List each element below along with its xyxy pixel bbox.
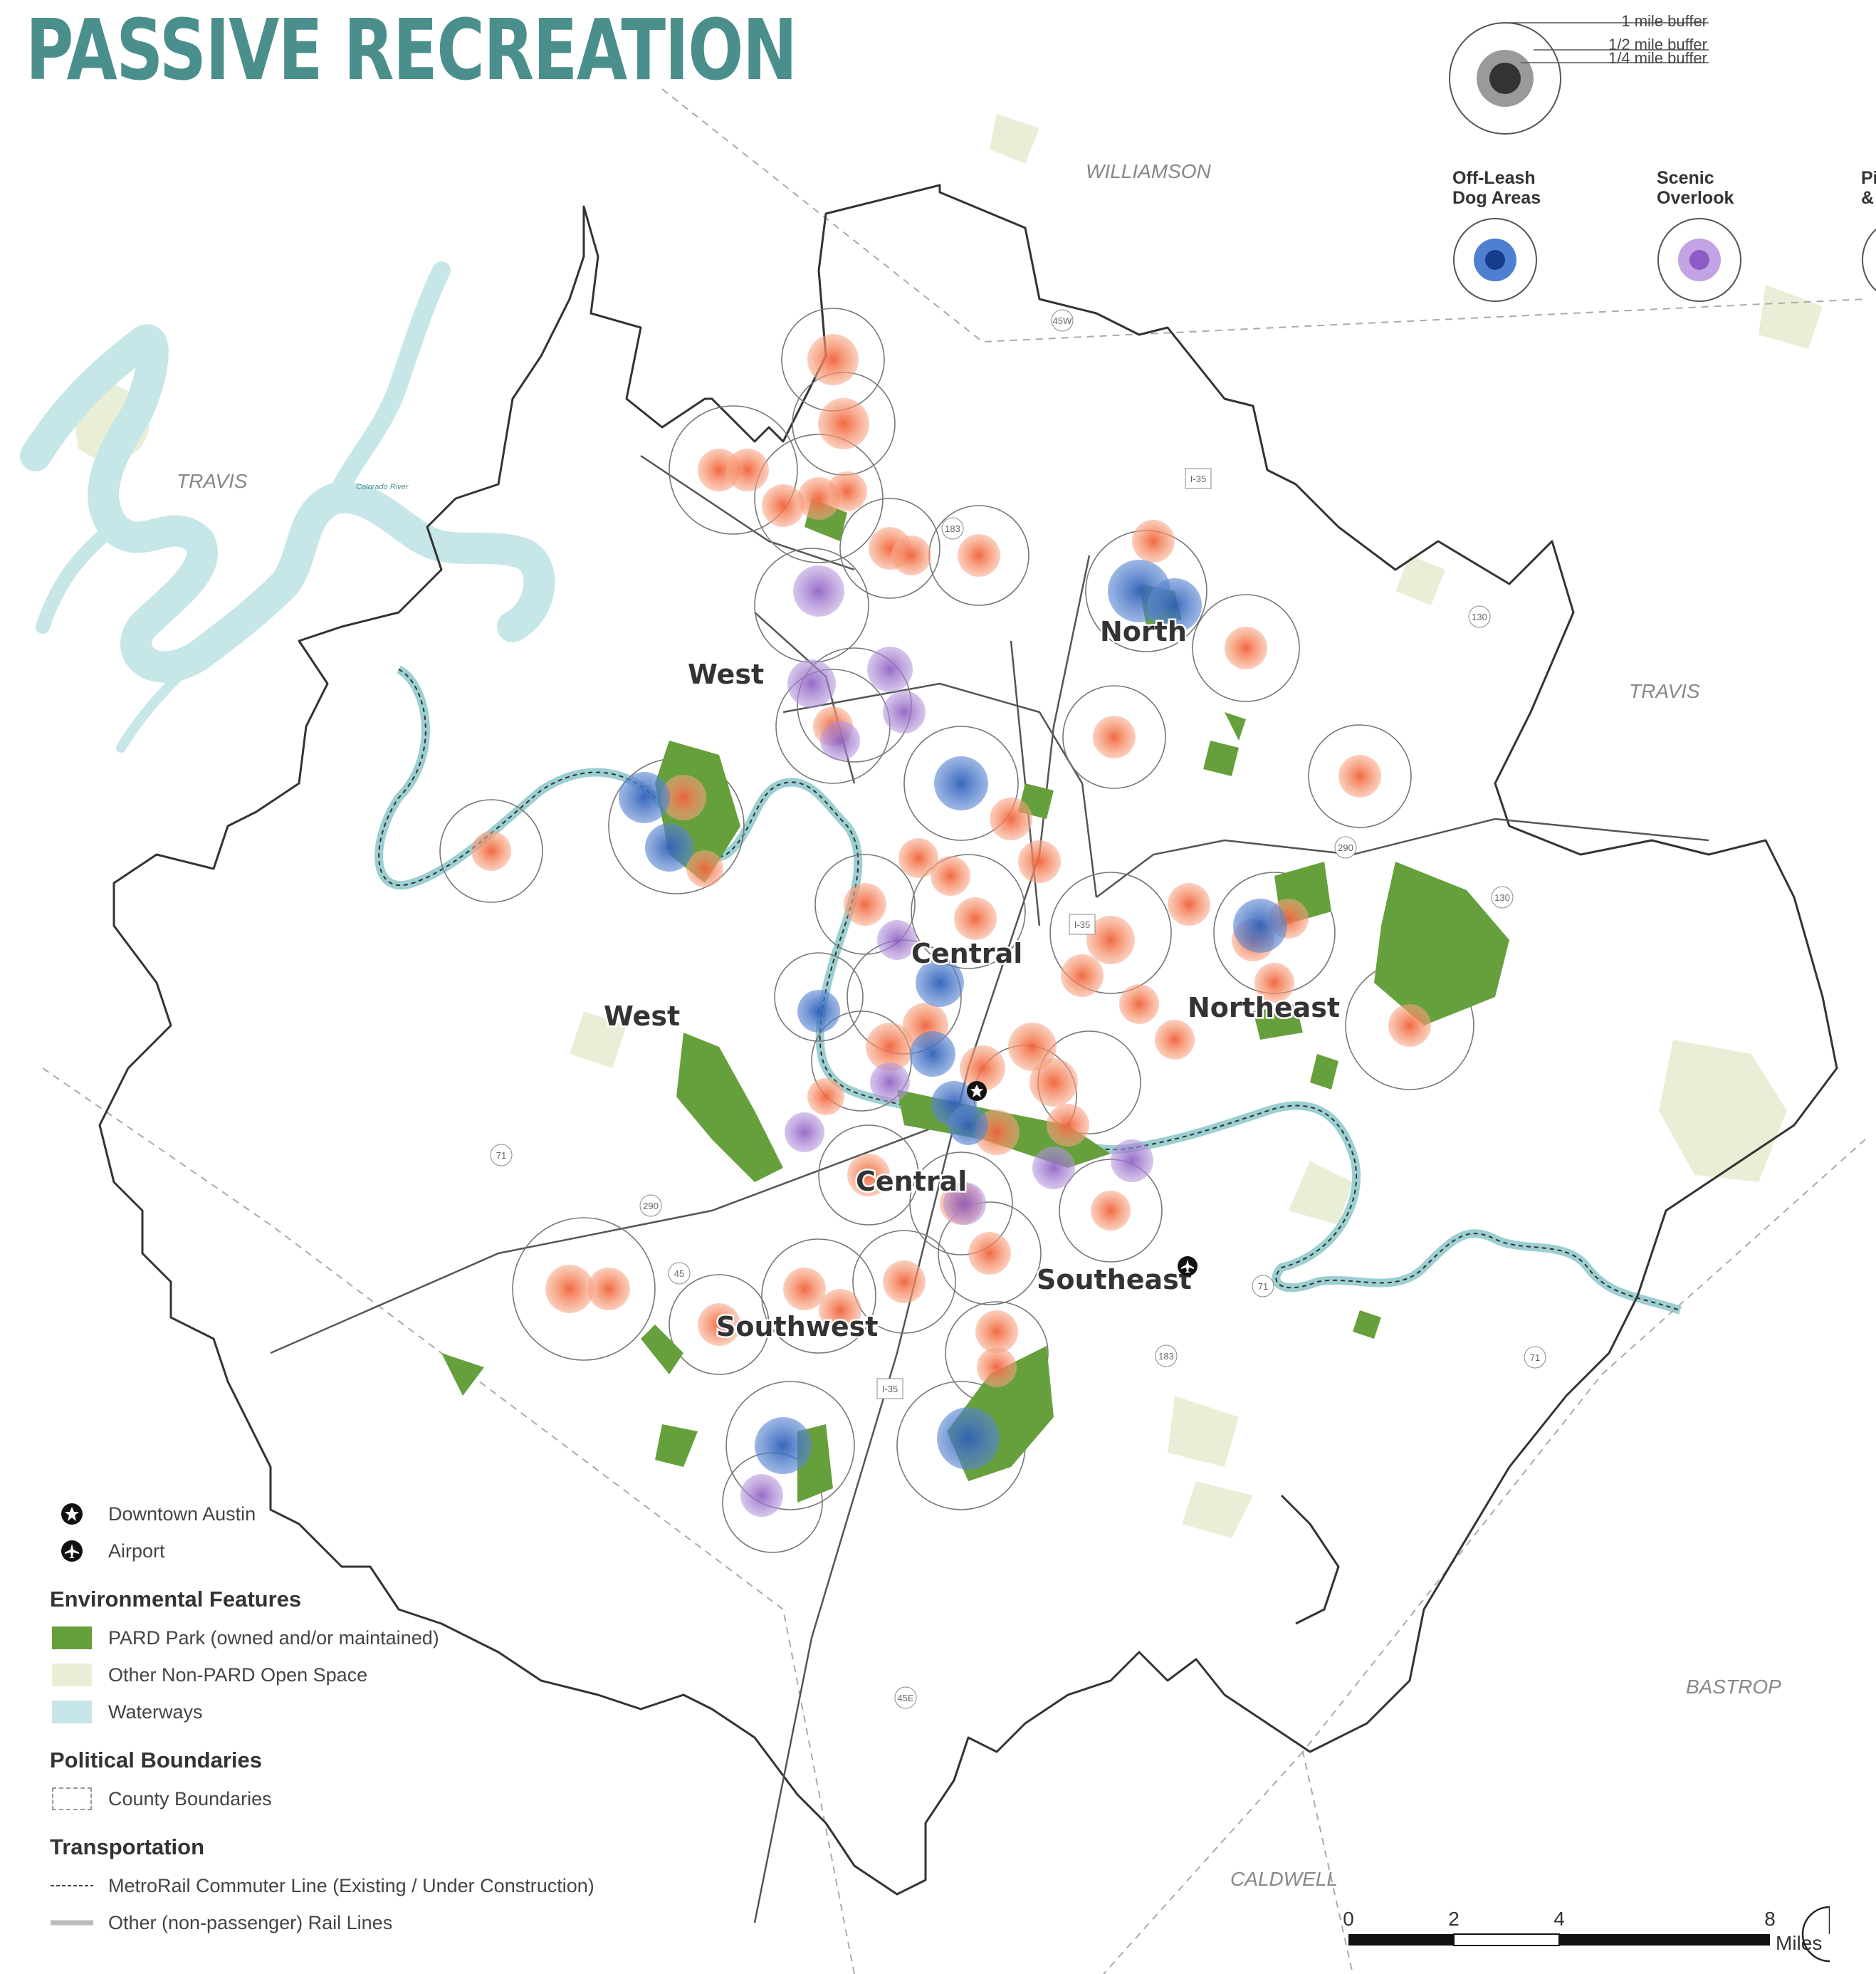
amenity-label-line: Overlook <box>1657 188 1734 208</box>
amenity-off-leash-dog: Off-Leash Dog Areas <box>1452 168 1541 302</box>
half-mile-buffer-label: 1/2 mile buffer <box>1608 36 1707 53</box>
highway-label: 290 <box>1338 842 1353 853</box>
amenity-scenic-overlook: Scenic Overlook <box>1657 168 1741 302</box>
amenity-picnic: Pi & <box>1861 168 1876 292</box>
swatch <box>52 1626 92 1649</box>
legend-heading: Environmental Features <box>50 1587 302 1612</box>
dog-area-buffers <box>619 560 1287 1474</box>
county-label: CALDWELL <box>1230 1868 1338 1890</box>
map-legend: Downtown Austin Airport Environmental Fe… <box>50 1495 676 1941</box>
county-labels: WILLIAMSON TRAVIS TRAVIS BASTROP CALDWEL… <box>177 160 1781 1890</box>
swatch <box>52 1664 92 1686</box>
scale-bar: 0 2 4 8 Miles <box>1343 1906 1830 1963</box>
highway-label: 130 <box>1472 612 1487 622</box>
amenity-label-line: Pi <box>1861 168 1876 188</box>
highway-label: 45E <box>897 1693 913 1703</box>
buffer-rings <box>439 308 1474 1553</box>
buffer-legend: 1 mile buffer 1/2 mile buffer 1/4 mile b… <box>1449 12 1876 302</box>
amenity-label-line: Scenic <box>1657 168 1714 188</box>
highway-label: 130 <box>1494 892 1510 903</box>
swatch <box>52 1787 92 1810</box>
district-label: Central <box>911 938 1022 969</box>
legend-label: Airport <box>108 1540 165 1562</box>
scale-tick: 4 <box>1553 1908 1565 1930</box>
highway-label: 183 <box>945 523 960 534</box>
amenity-label-line: & <box>1861 188 1874 208</box>
scale-unit: Miles <box>1776 1932 1822 1954</box>
one-mile-buffer-label: 1 mile buffer <box>1621 12 1707 30</box>
legend-heading: Political Boundaries <box>50 1748 263 1772</box>
legend-heading: Transportation <box>50 1834 205 1859</box>
quarter-mile-buffer-label: 1/4 mile buffer <box>1608 49 1707 67</box>
highway-label: 71 <box>1530 1352 1540 1363</box>
county-label: WILLIAMSON <box>1086 160 1212 182</box>
district-labels: West West North Central Central Northeas… <box>602 615 1342 1344</box>
legend-waterways: Waterways <box>50 1693 676 1730</box>
legend-label: MetroRail Commuter Line (Existing / Unde… <box>108 1874 594 1896</box>
airplane-icon <box>61 1540 83 1562</box>
legend-downtown: Downtown Austin <box>50 1495 676 1532</box>
district-label: Southwest <box>716 1311 878 1342</box>
district-label: North <box>1100 616 1187 647</box>
legend-label: County Boundaries <box>108 1787 272 1810</box>
highway-shields: 45W 183 I-35 130 290 I-35 130 71 290 45 … <box>490 309 1546 1709</box>
river-label: Colorado River <box>356 483 409 491</box>
star-icon <box>61 1503 83 1525</box>
open-space-layer <box>71 114 1823 1538</box>
freight-rail-icon <box>51 1920 93 1926</box>
colorado-river <box>374 665 1682 1315</box>
airport-marker <box>1178 1256 1198 1276</box>
scale-tick: 8 <box>1764 1908 1776 1930</box>
legend-other-rail: Other (non-passenger) Rail Lines <box>50 1904 676 1941</box>
city-boundary <box>98 184 1838 1896</box>
highway-label: 45W <box>1053 315 1072 326</box>
highway-label: I-35 <box>1074 919 1090 930</box>
district-label: Southeast <box>1037 1264 1192 1295</box>
legend-airport: Airport <box>50 1532 676 1570</box>
legend-open-space: Other Non-PARD Open Space <box>50 1656 676 1693</box>
highway-label: 45 <box>674 1268 684 1279</box>
district-label: West <box>604 1001 680 1032</box>
page-title: PASSIVE RECREATION <box>26 1 797 99</box>
legend-metrorail: MetroRail Commuter Line (Existing / Unde… <box>50 1867 676 1904</box>
legend-pard-park: PARD Park (owned and/or maintained) <box>50 1619 676 1656</box>
legend-label: Other (non-passenger) Rail Lines <box>108 1911 393 1933</box>
county-label: TRAVIS <box>177 470 248 492</box>
swatch <box>52 1701 92 1723</box>
amenity-label-line: Dog Areas <box>1452 188 1541 208</box>
amenity-label-line: Off-Leash <box>1452 168 1536 188</box>
north-arrow-icon <box>1801 1906 1830 1963</box>
county-label: TRAVIS <box>1629 680 1700 702</box>
district-label: Central <box>856 1166 967 1197</box>
rail-line-icon <box>51 1885 93 1886</box>
highway-label: 290 <box>643 1201 659 1211</box>
legend-label: Other Non-PARD Open Space <box>108 1664 368 1686</box>
scale-tick: 2 <box>1448 1908 1460 1930</box>
highway-label: I-35 <box>882 1384 898 1394</box>
legend-county-boundaries: County Boundaries <box>50 1780 676 1817</box>
pard-parks-layer <box>441 498 1509 1503</box>
scale-tick: 0 <box>1343 1908 1354 1930</box>
county-label: BASTROP <box>1686 1676 1781 1698</box>
district-label: West <box>688 659 764 690</box>
legend-label: PARD Park (owned and/or maintained) <box>108 1626 439 1649</box>
highway-label: 71 <box>496 1150 506 1161</box>
scenic-overlook-buffers <box>740 565 1153 1517</box>
downtown-marker <box>967 1081 987 1101</box>
legend-label: Downtown Austin <box>108 1503 256 1525</box>
district-label: Northeast <box>1188 992 1340 1023</box>
waterways-layer <box>20 261 555 753</box>
highway-label: 183 <box>1158 1351 1174 1362</box>
highway-label: 71 <box>1258 1281 1268 1292</box>
legend-label: Waterways <box>108 1701 203 1723</box>
highway-label: I-35 <box>1190 474 1206 484</box>
